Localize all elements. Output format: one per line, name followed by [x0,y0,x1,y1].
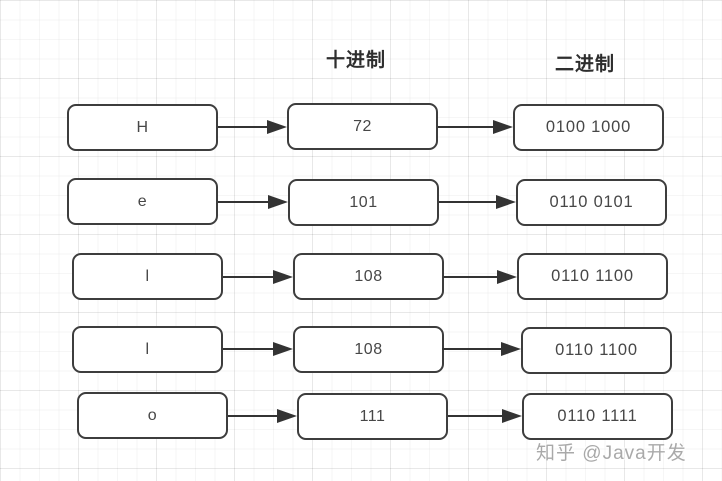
arrow-right-icon [223,270,293,284]
binary-node: 0110 0101 [516,179,667,226]
decimal-node: 101 [288,179,439,226]
binary-node: 0100 1000 [513,104,664,151]
char-node: H [67,104,218,151]
arrow-shaft [448,414,510,418]
binary-node: 0110 1100 [521,327,672,374]
arrow-shaft [439,200,504,204]
arrow-right-icon [442,342,521,356]
arrow-head [268,195,288,209]
decimal-node: 111 [297,393,448,440]
arrow-head [267,120,287,134]
binary-node: 0110 1111 [522,393,673,440]
arrow-right-icon [448,409,522,423]
arrow-right-icon [439,195,516,209]
arrow-shaft [443,275,505,279]
arrow-shaft [228,414,285,418]
arrow-shaft [442,347,509,351]
arrow-shaft [438,125,501,129]
column-header-binary: 二进制 [554,54,615,75]
arrow-shaft [218,200,276,204]
char-node: o [77,392,228,439]
arrow-head [493,120,513,134]
char-node: l [72,253,223,300]
binary-node: 0110 1100 [517,253,668,300]
arrow-head [497,270,517,284]
column-header-decimal: 十进制 [325,50,386,71]
arrow-head [277,409,297,423]
arrow-head [502,409,522,423]
decimal-node: 108 [293,326,444,373]
arrow-right-icon [218,120,287,134]
arrow-right-icon [228,409,297,423]
arrow-shaft [223,347,281,351]
arrow-shaft [223,275,281,279]
arrow-right-icon [443,270,517,284]
arrow-head [496,195,516,209]
arrow-head [501,342,521,356]
decimal-node: 72 [287,103,438,150]
arrow-head [273,342,293,356]
arrow-right-icon [438,120,513,134]
arrow-right-icon [218,195,288,209]
zhihu-watermark: 知乎 @Java开发 [536,443,687,464]
arrow-right-icon [223,342,293,356]
char-node: e [67,178,218,225]
arrow-shaft [218,125,275,129]
arrow-head [273,270,293,284]
decimal-node: 108 [293,253,444,300]
char-node: l [72,326,223,373]
